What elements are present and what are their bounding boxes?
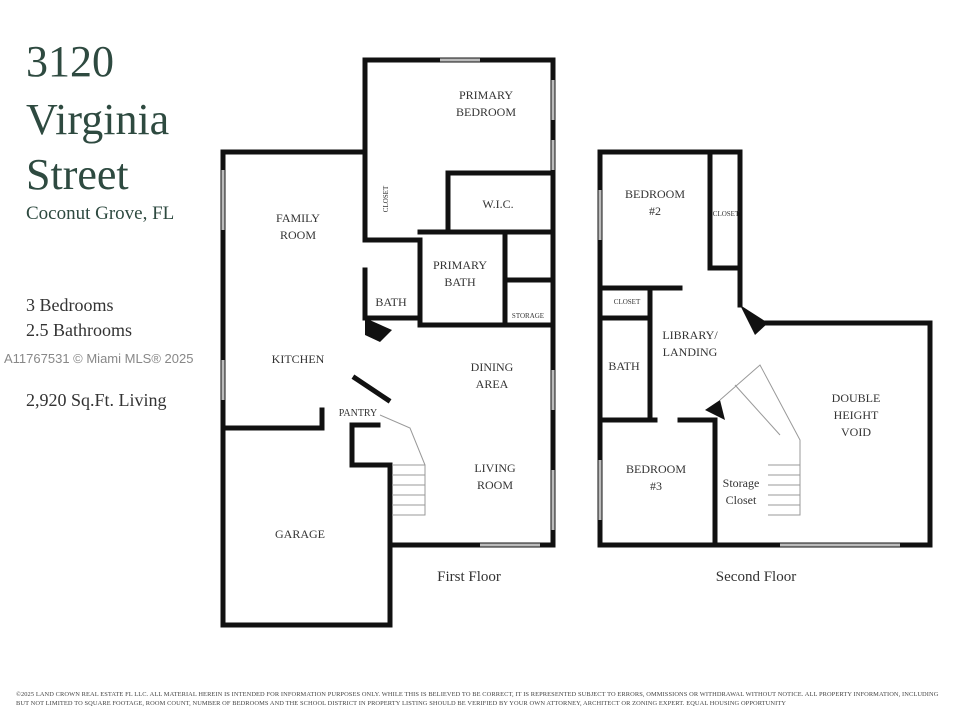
second-floor-label: Second Floor [715,569,797,585]
room-wic: W.I.C. [482,197,514,211]
room-living: LIVING ROOM [474,461,516,492]
room-primary-bath: PRIMARY BATH [432,258,488,289]
room-kitchen: KITCHEN [271,352,325,366]
watermark: A11767531 © Miami MLS® 2025 [4,351,194,366]
location: Coconut Grove, FL [26,203,175,224]
room-double-height-void: DOUBLE HEIGHT VOID [831,391,881,439]
address-line-2: Virginia [26,95,170,144]
room-storage-closet: Storage Closet [722,476,760,507]
address-line-3: Street [26,150,129,199]
room-dining: DINING AREA [470,360,514,391]
room-bath: BATH [375,295,407,309]
room-closet: CLOSET [382,185,391,213]
disclaimer: ©2025 LAND CROWN REAL ESTATE FL LLC. ALL… [16,691,939,707]
room-bedroom-3: BEDROOM #3 [625,462,687,493]
first-floor-walls [220,57,556,628]
room-library: LIBRARY/ LANDING [662,328,718,359]
room-closet-bedroom-2: CLOSET [712,210,740,218]
room-bedroom-2: BEDROOM #2 [624,187,686,218]
room-garage: GARAGE [275,527,325,541]
address-line-1: 3120 [26,37,114,86]
second-floor-stairs [598,190,900,547]
bathrooms: 2.5 Bathrooms [26,320,132,340]
room-primary-bedroom: PRIMARY BEDROOM [455,88,517,119]
living-area: 2,920 Sq.Ft. Living [26,390,167,410]
room-pantry: PANTRY [338,408,378,419]
room-storage: STORAGE [511,312,545,320]
room-bath-2: BATH [608,359,640,373]
second-floor-walls [597,149,933,548]
room-family: FAMILY ROOM [276,211,320,242]
first-floor-label: First Floor [437,569,501,585]
bedrooms: 3 Bedrooms [26,295,114,315]
first-floor-stairs [221,58,555,547]
room-closet-hall: CLOSET [613,298,641,306]
